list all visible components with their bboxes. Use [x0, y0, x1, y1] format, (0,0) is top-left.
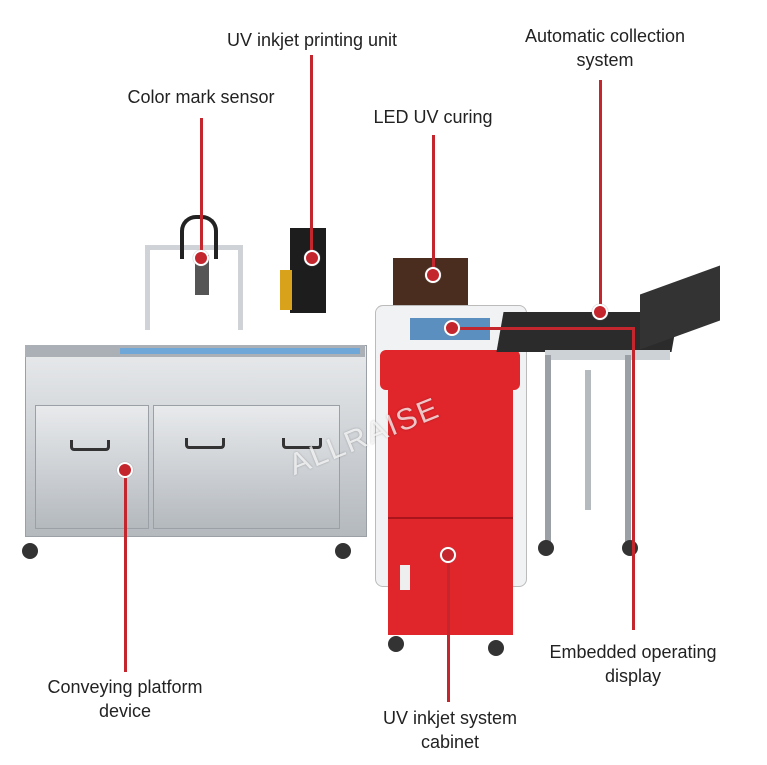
label-collection-line2: system	[576, 50, 634, 70]
callout-dot-printing-unit	[304, 250, 320, 266]
label-collection: Automatic collection system	[525, 24, 685, 72]
conveyor-belt	[120, 348, 360, 354]
wheel	[538, 540, 554, 556]
label-conveying: Conveying platform device	[47, 675, 202, 723]
callout-dot-conveying	[117, 462, 133, 478]
printhead-bracket	[280, 270, 292, 310]
label-cabinet-line1: UV inkjet system	[382, 708, 518, 728]
callout-line-collection	[599, 80, 602, 312]
callout-line-display-h	[452, 327, 635, 330]
label-display-line1: Embedded operating	[549, 642, 717, 662]
wheel	[335, 543, 351, 559]
callout-dot-color-mark	[193, 250, 209, 266]
callout-dot-collection	[592, 304, 608, 320]
label-cabinet: UV inkjet system cabinet	[383, 706, 517, 754]
label-cabinet-line2: cabinet	[420, 732, 480, 752]
callout-dot-cabinet	[440, 547, 456, 563]
callout-line-display-v	[632, 327, 635, 630]
label-display-line2: display	[604, 666, 662, 686]
wheel	[22, 543, 38, 559]
wheel	[388, 636, 404, 652]
collection-bar	[545, 350, 670, 360]
label-display: Embedded operating display	[549, 640, 716, 688]
label-led-curing: LED UV curing	[373, 107, 493, 127]
callout-dot-display	[444, 320, 460, 336]
callout-line-cabinet	[447, 555, 450, 702]
callout-dot-led-curing	[425, 267, 441, 283]
label-conveying-line2: device	[98, 701, 152, 721]
label-printing-unit: UV inkjet printing unit	[226, 30, 398, 50]
callout-line-printing-unit	[310, 55, 313, 258]
cabinet-lock	[400, 565, 410, 590]
label-color-mark: Color mark sensor	[127, 87, 275, 107]
led-uv-curing	[393, 258, 468, 308]
cabinet-lid	[380, 350, 520, 390]
collection-leg	[545, 355, 551, 545]
cabinet-divider	[388, 517, 513, 519]
inkjet-system-cabinet	[388, 390, 513, 635]
printing-unit	[290, 228, 326, 313]
collection-leg	[585, 370, 591, 510]
collection-tray	[640, 265, 720, 350]
label-conveying-line1: Conveying platform	[47, 677, 203, 697]
sensor-cable	[180, 215, 218, 259]
callout-line-led-curing	[432, 135, 435, 275]
callout-line-conveying	[124, 470, 127, 672]
wheel	[488, 640, 504, 656]
door-handle	[282, 438, 322, 449]
wheel	[622, 540, 638, 556]
callout-line-color-mark	[200, 118, 203, 258]
platform-door-right	[153, 405, 340, 529]
collection-leg	[625, 355, 631, 545]
door-handle	[185, 438, 225, 449]
label-collection-line1: Automatic collection	[524, 26, 686, 46]
door-handle	[70, 440, 110, 451]
